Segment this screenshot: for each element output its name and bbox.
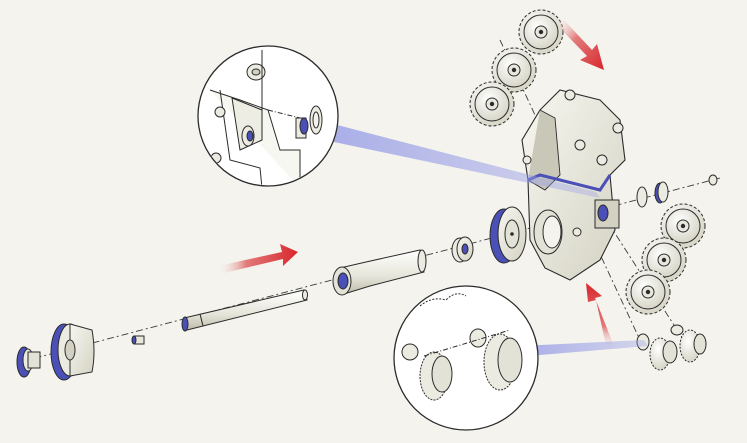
spacer-washers-part [636,174,718,208]
bevel-gear-pair [636,324,707,371]
gearbox-housing-part [521,89,626,281]
large-bearing-part [489,206,527,264]
end-collar-part [16,346,41,378]
small-bearing-part [451,236,474,263]
sleeve-bushing-part [332,249,427,296]
right-gear-stack [625,203,706,315]
detail-callout-housing [197,45,339,187]
detail-callout-bevel-gears [393,285,539,431]
drive-shaft-part [181,289,308,332]
spur-gear-icon [625,269,671,315]
spur-gear-icon [469,81,515,127]
callout-beam-top [318,120,600,198]
flange-part [50,323,95,381]
insert-direction-arrow-top [556,18,604,70]
insert-direction-arrow-bottom [586,283,614,350]
callout-beam-bottom [520,340,648,356]
insert-direction-arrow-left [218,244,298,274]
spur-gear-icon [518,9,564,55]
small-pin-part [131,335,145,345]
